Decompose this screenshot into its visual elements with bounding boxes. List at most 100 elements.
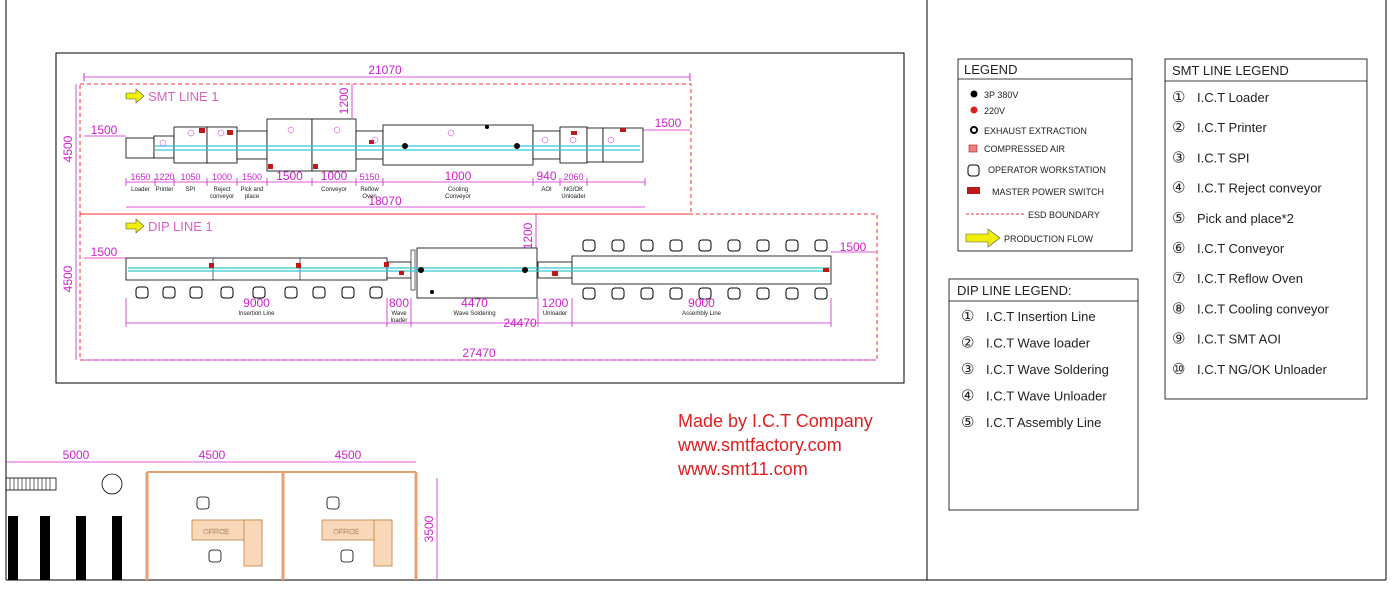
operator-workstation-icon [756, 239, 770, 252]
dip-title: DIP LINE 1 [148, 219, 213, 234]
legend-item-flow: PRODUCTION FLOW [1004, 234, 1094, 244]
operator-workstation-icon [369, 286, 383, 299]
office-2-label: OFFICE [333, 529, 359, 536]
smt-legend-item: I.C.T Cooling conveyor [1197, 301, 1330, 316]
legend-item-switch: MASTER POWER SWITCH [992, 187, 1104, 197]
dip-seg-name: Unloader [543, 311, 567, 317]
production-flow-icon [965, 228, 1001, 248]
operator-workstation-icon [312, 286, 326, 299]
dip-depth: 4500 [61, 265, 75, 292]
legend-item-exhaust: EXHAUST EXTRACTION [984, 126, 1087, 136]
operator-workstation-icon [162, 286, 176, 299]
smt-legend-item: I.C.T Conveyor [1197, 241, 1285, 256]
legend-title: LEGEND [964, 62, 1017, 77]
power-220v-icon [970, 106, 978, 114]
operator-workstation-icon [220, 286, 234, 299]
office-rooms: 5000 4500 4500 3500 OFFICE [5, 448, 438, 580]
smt-seg-width: 1050 [180, 172, 200, 182]
smt-legend-item: I.C.T Printer [1197, 120, 1268, 135]
smt-seg-name: Printer [156, 187, 174, 193]
dip-esd-boundary [79, 213, 878, 361]
dip-seg-width: 9000 [243, 296, 270, 310]
smt-total-width: 21070 [368, 63, 402, 77]
operator-workstation-icon [341, 286, 355, 299]
operator-workstation-icon [785, 287, 799, 300]
smt-legend-num: ① [1172, 89, 1185, 106]
smt-legend-num: ④ [1172, 180, 1185, 197]
smt-seg-width: 1650 [130, 172, 150, 182]
dip-line: 4500 DIP LINE 1 1200 1500 1500 9 [61, 214, 876, 361]
smt-legend-num: ⑤ [1172, 210, 1185, 227]
smt-legend-num: ⑦ [1172, 270, 1185, 287]
dip-clearance-top: 1200 [521, 222, 535, 249]
operator-workstation-icon [698, 239, 712, 252]
room-height: 3500 [422, 515, 436, 542]
smt-seg-width: 2060 [563, 172, 583, 182]
dip-seg-width: 9000 [688, 296, 715, 310]
room-width-2: 4500 [199, 448, 226, 462]
smt-seg-name: AOI [541, 187, 552, 193]
operator-workstation-icon [611, 239, 625, 252]
operator-workstation-icon [640, 287, 654, 300]
smt-legend-item: I.C.T NG/OK Unloader [1197, 362, 1327, 377]
room-width-3: 4500 [335, 448, 362, 462]
smt-legend-num: ② [1172, 119, 1185, 136]
smt-title: SMT LINE 1 [148, 89, 219, 104]
smt-seg-width: 1500 [276, 169, 303, 183]
smt-seg-width: 1000 [212, 172, 232, 182]
smt-seg-width: 1500 [242, 172, 262, 182]
dip-right-margin: 1500 [840, 240, 867, 254]
smt-seg-width: 1000 [321, 169, 348, 183]
exhaust-icon [970, 126, 978, 134]
smt-legend-num: ③ [1172, 149, 1185, 166]
credit-company: Made by I.C.T Company [678, 411, 873, 431]
legend-item-esd: ESD BOUNDARY [1028, 210, 1100, 220]
dip-seg-width: 4470 [461, 296, 488, 310]
smt-depth: 4500 [61, 135, 75, 162]
operator-workstation-icon [669, 239, 683, 252]
compressed-air-icon [968, 144, 978, 153]
smt-legend-num: ⑧ [1172, 300, 1185, 317]
smt-legend-item: I.C.T SPI [1197, 150, 1250, 165]
smt-legend-num: ⑨ [1172, 331, 1185, 348]
smt-line: 21070 4500 SMT LINE 1 1200 1500 1500 [61, 63, 691, 214]
dip-seg-name: Wave Soldering [453, 311, 495, 317]
credit-url-1: www.smtfactory.com [677, 435, 842, 455]
operator-workstation-icon [727, 239, 741, 252]
smt-seg-width: 1220 [154, 172, 174, 182]
smt-seg-name: Conveyor [321, 187, 347, 193]
smt-legend-title: SMT LINE LEGEND [1172, 63, 1289, 78]
smt-left-margin: 1500 [91, 123, 118, 137]
operator-workstation-icon [727, 287, 741, 300]
legend-item-workstation: OPERATOR WORKSTATION [988, 165, 1106, 175]
dip-seg-name: Assembly Line [682, 311, 722, 317]
smt-legend-item: Pick and place*2 [1197, 211, 1294, 226]
operator-workstation-icon [135, 286, 149, 299]
dip-legend-num: ① [961, 308, 974, 325]
dip-seg-width: 1200 [542, 296, 569, 310]
smt-legend-num: ⑩ [1172, 361, 1185, 378]
dip-seg-width: 800 [389, 296, 409, 310]
dip-legend-num: ② [961, 335, 974, 352]
layout-boundary [55, 52, 905, 384]
smt-clearance-top: 1200 [337, 87, 351, 114]
smt-legend-item: I.C.T Reject conveyor [1197, 181, 1322, 196]
power-380v-icon [970, 90, 978, 98]
smt-machine-length: 18070 [368, 194, 402, 208]
dip-legend-item: I.C.T Wave Unloader [986, 389, 1107, 404]
dip-legend-item: I.C.T Wave Soldering [986, 362, 1109, 377]
smt-seg-width: 1000 [445, 169, 472, 183]
smt-esd-boundary [79, 83, 692, 215]
office-1: OFFICE [191, 496, 263, 567]
legend-panel: LEGEND 3P 380V 220V EXHAUST EXTRACTION C… [957, 58, 1133, 252]
smt-seg-name: Loader [131, 187, 150, 193]
operator-workstation-icon [669, 287, 683, 300]
smt-right-margin: 1500 [655, 116, 682, 130]
operator-workstation-icon [785, 239, 799, 252]
smt-seg-width: 5150 [359, 172, 379, 182]
